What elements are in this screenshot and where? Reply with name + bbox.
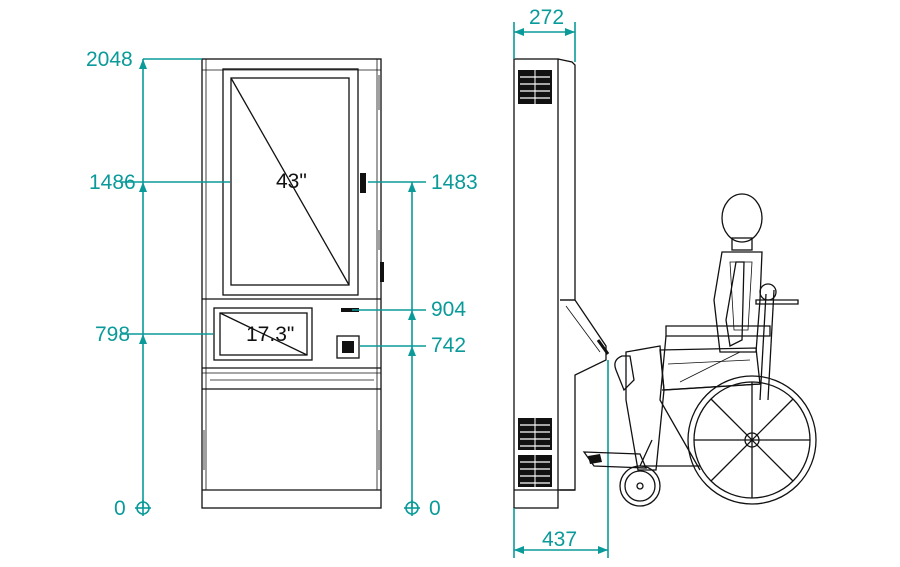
kiosk-side-body — [513, 58, 559, 509]
vent-bottom-icon — [518, 455, 552, 487]
dim-zero-right: 0 — [429, 497, 441, 520]
dim-height-screen-left: 1486 — [89, 171, 136, 194]
dim-height-screen-right: 1483 — [431, 171, 478, 194]
wheelchair-caster-wheel — [619, 439, 661, 507]
dim-depth-top: 272 — [529, 6, 564, 29]
dim-height-small-screen: 798 — [95, 323, 130, 346]
right-dimensions: 1483 904 742 0 — [352, 171, 478, 520]
card-reader-icon — [360, 173, 366, 193]
wheelchair-big-wheel — [687, 375, 817, 505]
ticket-slot-icon — [341, 308, 359, 312]
kiosk-front-body — [201, 58, 382, 509]
left-dimensions: 2048 1486 798 0 — [86, 48, 230, 520]
main-screen-label: 43" — [276, 170, 307, 193]
front-view: 43" 17.3" — [201, 58, 384, 509]
dim-depth-base: 437 — [542, 528, 577, 551]
dim-zero-left: 0 — [114, 497, 126, 520]
main-screen — [222, 68, 359, 296]
side-view — [513, 58, 610, 509]
vent-top-icon — [518, 70, 552, 104]
dim-height-slot: 904 — [431, 298, 466, 321]
wheelchair-user-figure — [582, 193, 817, 507]
dim-height-scanner: 742 — [431, 334, 466, 357]
dim-height-top: 2048 — [86, 48, 133, 71]
secondary-screen — [213, 307, 313, 361]
secondary-screen-label: 17.3" — [246, 323, 294, 346]
vent-middle-icon — [518, 418, 552, 450]
scanner-icon — [336, 335, 360, 359]
depth-dimensions: 272 437 — [513, 6, 609, 558]
